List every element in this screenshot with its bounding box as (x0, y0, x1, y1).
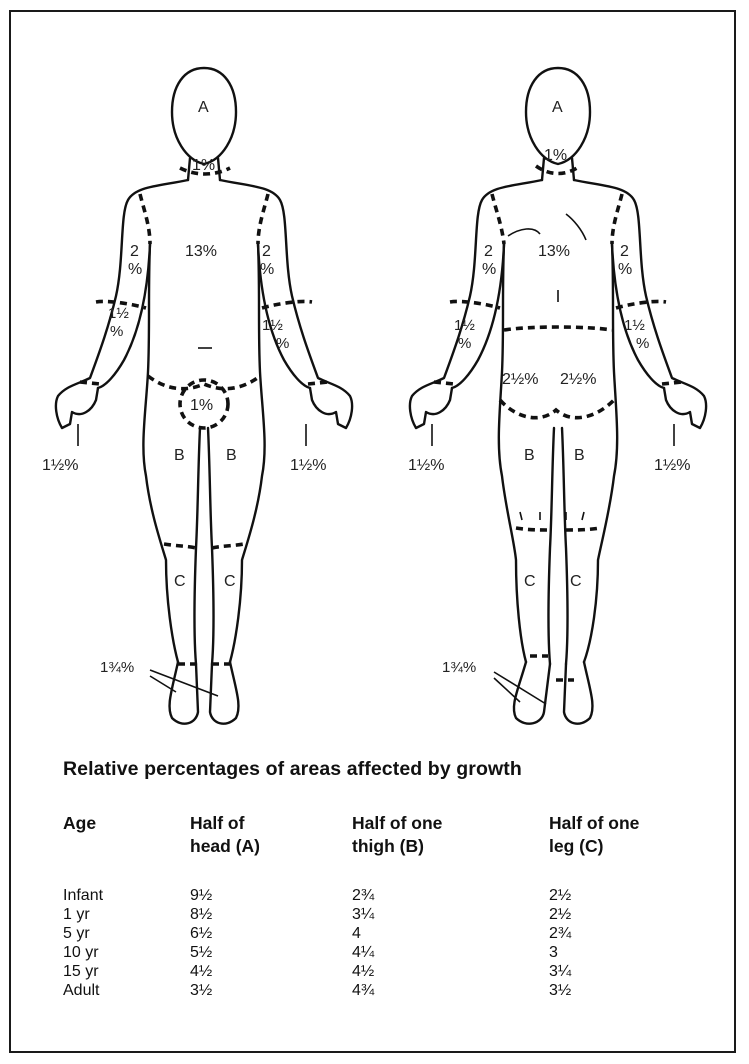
front-thigh-left-label: B (174, 447, 185, 464)
leg-cell: 2½ (549, 886, 571, 905)
front-upper-arm-left-label: 2% (128, 243, 142, 278)
back-leg-right-label: C (570, 573, 582, 590)
back-buttock-left-label: 2½% (502, 371, 538, 388)
front-neck-label: 1% (192, 157, 215, 174)
back-body-figure (410, 68, 706, 724)
front-forearm-left-label: 1½% (108, 305, 129, 340)
head-cell: 9½ (190, 886, 212, 905)
back-upper-arm-right-label: 2% (618, 243, 632, 278)
thigh-cell: 4 (352, 924, 374, 943)
back-hand-right-label: 1½% (654, 457, 690, 474)
leg-cell: 3¼ (549, 962, 571, 981)
front-genitals-label: 1% (190, 397, 213, 414)
back-trunk-label: 13% (538, 243, 570, 260)
age-cell: Infant (63, 886, 103, 905)
column-age: Infant 1 yr 5 yr 10 yr 15 yr Adult (63, 886, 103, 1000)
head-cell: 4½ (190, 962, 212, 981)
table-title: Relative percentages of areas affected b… (63, 758, 522, 781)
back-neck-label: 1% (544, 147, 567, 164)
back-leg-left-label: C (524, 573, 536, 590)
back-forearm-left-label: 1½% (454, 317, 475, 352)
thigh-cell: 3¼ (352, 905, 374, 924)
column-head: 9½ 8½ 6½ 5½ 4½ 3½ (190, 886, 212, 1000)
thigh-cell: 4½ (352, 962, 374, 981)
header-age: Age (63, 812, 163, 835)
leg-cell: 2½ (549, 905, 571, 924)
thigh-cell: 4¾ (352, 981, 374, 1000)
front-hand-right-label: 1½% (290, 457, 326, 474)
front-trunk-label: 13% (185, 243, 217, 260)
back-upper-arm-left-label: 2% (482, 243, 496, 278)
thigh-cell: 2¾ (352, 886, 374, 905)
front-leg-right-label: C (224, 573, 236, 590)
head-cell: 8½ (190, 905, 212, 924)
back-buttock-right-label: 2½% (560, 371, 596, 388)
back-head-label: A (552, 99, 563, 116)
age-cell: 1 yr (63, 905, 103, 924)
age-cell: Adult (63, 981, 103, 1000)
column-leg: 2½ 2½ 2¾ 3 3¼ 3½ (549, 886, 571, 1000)
front-head-label: A (198, 99, 209, 116)
age-cell: 5 yr (63, 924, 103, 943)
front-foot-label: 1¾% (100, 659, 134, 676)
age-cell: 10 yr (63, 943, 103, 962)
back-thigh-right-label: B (574, 447, 585, 464)
front-thigh-right-label: B (226, 447, 237, 464)
back-foot-label: 1¾% (442, 659, 476, 676)
front-forearm-right-label: 1½% (262, 317, 289, 352)
leg-cell: 3 (549, 943, 571, 962)
head-cell: 6½ (190, 924, 212, 943)
back-thigh-left-label: B (524, 447, 535, 464)
back-hand-left-label: 1½% (408, 457, 444, 474)
head-cell: 5½ (190, 943, 212, 962)
thigh-cell: 4¼ (352, 943, 374, 962)
head-cell: 3½ (190, 981, 212, 1000)
column-thigh: 2¾ 3¼ 4 4¼ 4½ 4¾ (352, 886, 374, 1000)
front-upper-arm-right-label: 2% (260, 243, 274, 278)
leg-cell: 3½ (549, 981, 571, 1000)
leg-cell: 2¾ (549, 924, 571, 943)
front-hand-left-label: 1½% (42, 457, 78, 474)
body-diagrams: A 1% 13% 2% 2% 1½% 1½% 1% 1½% 1½% B B C … (0, 0, 749, 750)
front-leg-left-label: C (174, 573, 186, 590)
age-cell: 15 yr (63, 962, 103, 981)
